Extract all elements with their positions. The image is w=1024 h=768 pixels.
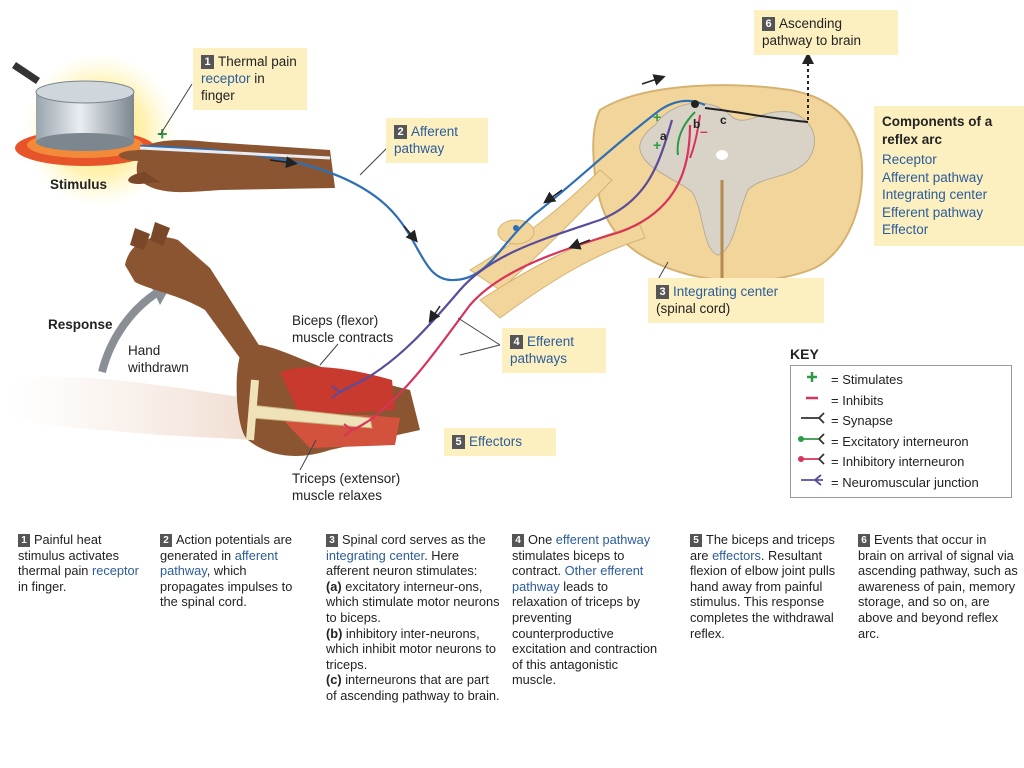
interneuron-c (704, 107, 809, 123)
step-3-description: 3 Spinal cord serves as the integrating c… (326, 532, 500, 704)
description-text: Action potentials are generated in (160, 532, 292, 563)
key-row: = Stimulates (797, 370, 1005, 391)
response-label: Response (48, 317, 113, 332)
neuromuscular-junction-icon (797, 473, 831, 494)
component-item: Integrating center (882, 187, 988, 202)
description-text: (a) (326, 578, 342, 594)
key-row: = Inhibitory interneuron (797, 452, 1005, 473)
description-text: interneurons that are part of ascending … (326, 672, 500, 703)
svg-text:–: – (700, 123, 708, 139)
stimulus-label: Stimulus (50, 177, 108, 192)
description-text: . Resultant flexion of elbow joint pulls… (690, 547, 836, 641)
callout-number: 1 (201, 55, 214, 69)
components-box: Components of a reflex arc Receptor Affe… (874, 106, 1024, 246)
description-text: leads to relaxation of triceps by preven… (512, 578, 658, 688)
step-4-description: 4 One efferent pathway stimulates biceps … (512, 532, 662, 688)
key-row: = Excitatory interneuron (797, 432, 1005, 453)
synapse-icon (797, 411, 831, 432)
description-text: (c) (326, 672, 342, 688)
description-text: effectors (712, 547, 761, 563)
callout-number: 5 (452, 435, 465, 449)
description-text: Painful heat stimulus activates thermal … (18, 532, 119, 579)
callout-number: 3 (656, 285, 669, 299)
spinal-cord (592, 84, 864, 285)
description-text: stimulates biceps to contract. (512, 547, 625, 579)
efferent-pathway-triceps (351, 124, 692, 432)
key-row: = Synapse (797, 411, 1005, 432)
component-item: Afferent pathway (882, 169, 984, 185)
description-text: receptor (91, 563, 139, 579)
description-text: , which propagates impulses to the spina… (160, 563, 293, 610)
description-text: excitatory interneur-ons, which stimulat… (326, 578, 500, 625)
description-text: in finger. (18, 578, 67, 594)
biceps-label: Biceps (flexor) muscle contracts (292, 313, 394, 345)
step-number: 1 (18, 534, 30, 547)
component-item: Efferent pathway (882, 204, 984, 220)
callout-number: 6 (762, 17, 775, 31)
description-text: (b) (326, 625, 343, 641)
triceps-label: Triceps (extensor) muscle relaxes (292, 471, 401, 503)
ghost-arm (10, 376, 260, 440)
step-number: 3 (326, 534, 338, 547)
afferent-pathway (139, 99, 706, 282)
step-number: 6 (858, 534, 870, 547)
description-text: efferent pathway (555, 532, 651, 547)
callout-number: 2 (394, 125, 407, 139)
key-title: KEY (790, 346, 819, 362)
withdrawn-arm (125, 222, 420, 456)
key-row: = Inhibits (797, 391, 1005, 412)
excitatory-interneuron-icon (797, 432, 831, 453)
description-text: . Here afferent neuron stimulates: (326, 547, 478, 579)
hand-on-pot (118, 140, 335, 193)
inhibitory-interneuron-icon (797, 452, 831, 473)
description-text: The biceps and triceps are (690, 532, 835, 563)
description-text: Spinal cord serves as the (342, 532, 486, 547)
key-box: = Stimulates = Inhibits = Synapse = Exci… (790, 365, 1012, 498)
response-arrow (98, 288, 161, 374)
components-title: Components of a reflex arc (882, 114, 993, 147)
label-b: b (693, 117, 700, 131)
illustration: + (10, 52, 864, 471)
interneuron-b (689, 114, 701, 159)
svg-text:+: + (653, 137, 661, 153)
key-row: = Neuromuscular junction (797, 473, 1005, 494)
component-item: Receptor (882, 152, 937, 167)
interneuron-a (676, 111, 696, 156)
efferent-pathway-biceps (339, 119, 674, 394)
hand-withdrawn-label: Hand withdrawn (128, 343, 189, 375)
minus-icon (797, 391, 831, 412)
step-number: 4 (512, 534, 524, 547)
description-text: inhibitory inter-neurons, which inhibit … (326, 625, 497, 672)
description-text: afferent pathway (160, 547, 278, 579)
plus-icon (797, 370, 831, 391)
hot-pot (12, 52, 178, 208)
description-text: Other efferent pathway (512, 563, 644, 594)
step-number: 5 (690, 534, 702, 547)
callout-number: 4 (510, 335, 523, 349)
description-text: One (528, 532, 556, 547)
label-c: c (720, 113, 727, 127)
description-text: integrating center (326, 547, 425, 563)
component-item: Effector (882, 222, 929, 237)
label-a: a (660, 129, 667, 143)
key-legend: KEY = Stimulates = Inhibits = Synapse = … (790, 346, 1012, 498)
plus-symbol-receptor: + (157, 124, 168, 144)
step-number: 2 (160, 534, 172, 547)
svg-text:+: + (653, 109, 661, 125)
description-text: Events that occur in brain on arrival of… (858, 532, 1018, 641)
